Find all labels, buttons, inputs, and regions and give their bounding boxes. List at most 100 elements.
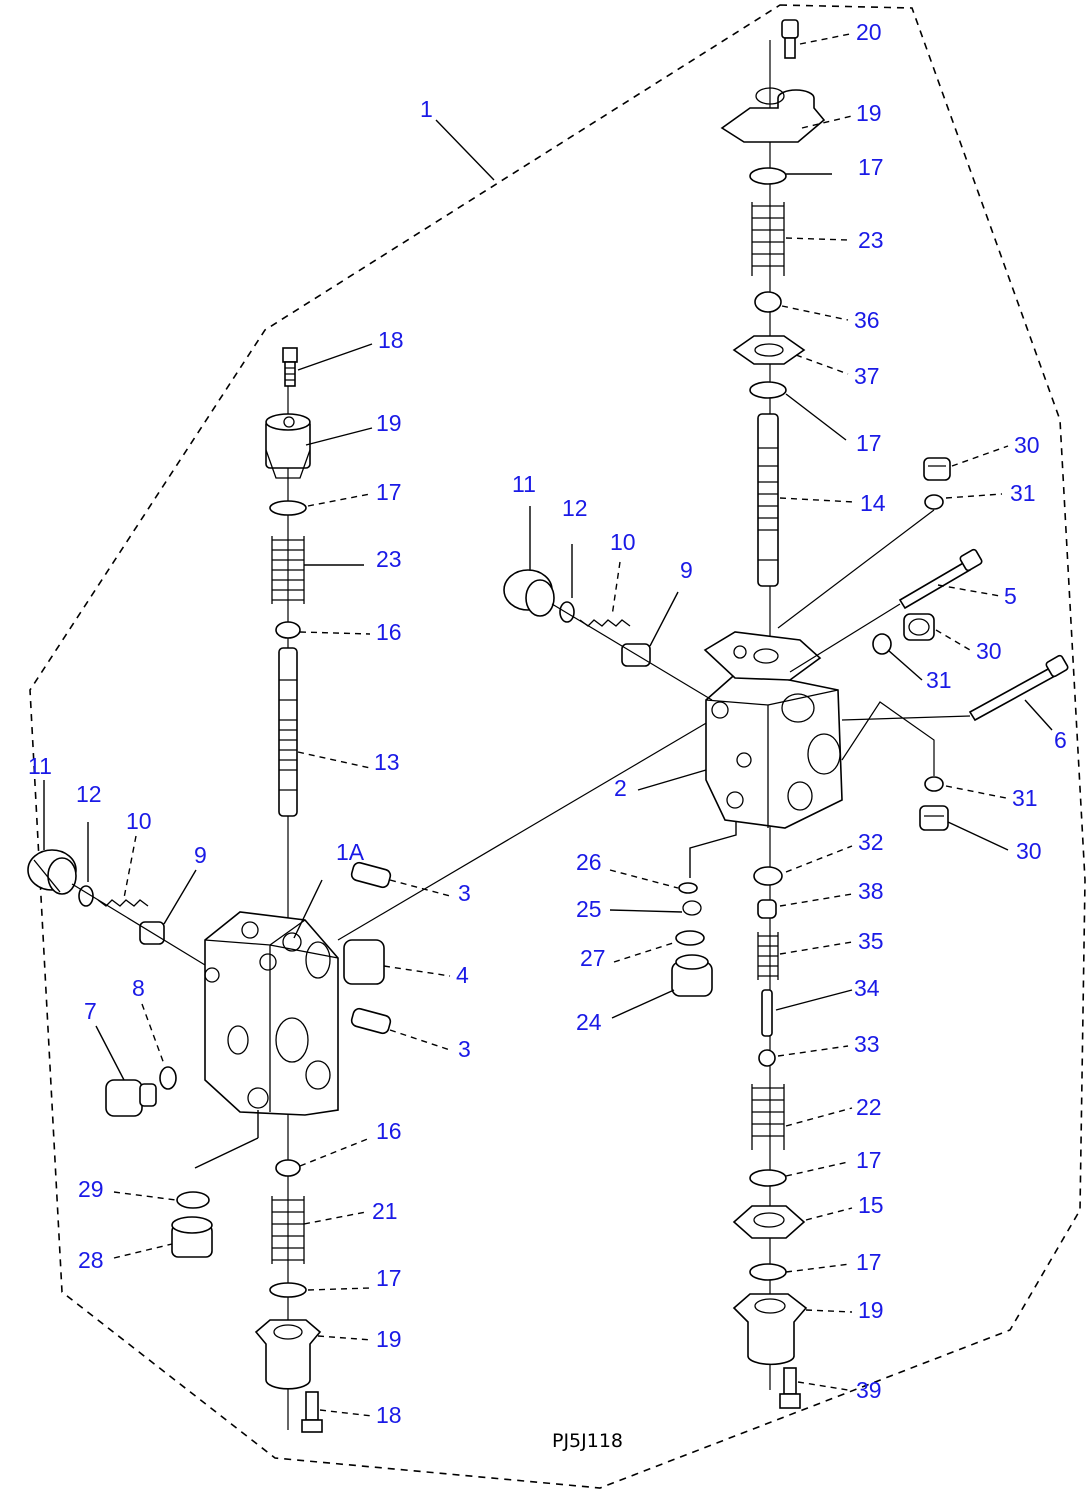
callout-9l: 9 <box>194 842 207 868</box>
leader-25 <box>609 909 683 913</box>
callout-17f: 17 <box>376 1265 402 1291</box>
right-plug-30b-part <box>903 613 935 641</box>
left-retainer-16a-part <box>275 621 301 639</box>
right-bolt-5-part <box>898 548 983 610</box>
callout-12r: 12 <box>562 495 588 521</box>
leader-17d <box>785 1263 851 1273</box>
leader-6 <box>1024 699 1053 731</box>
leader-18a <box>297 343 373 371</box>
leader-17f <box>307 1287 371 1291</box>
callout-30b: 30 <box>976 638 1002 664</box>
callout-27: 27 <box>580 945 606 971</box>
callout-25: 25 <box>576 896 602 922</box>
right-spring-23-part <box>751 202 785 276</box>
right-plug-24-part <box>671 954 713 997</box>
callout-36: 36 <box>854 307 880 333</box>
leader-30c <box>947 821 1009 851</box>
left-body-link-line-2 <box>194 1137 259 1169</box>
leader-17e <box>307 493 371 507</box>
callout-30c: 30 <box>1016 838 1042 864</box>
leader-31c <box>945 785 1007 799</box>
bolt-6-axis-line <box>841 715 971 721</box>
callout-19d: 19 <box>858 1297 884 1323</box>
bolt-5-axis-line <box>789 603 901 673</box>
callout-10r: 10 <box>610 529 636 555</box>
right-valve-body-part <box>703 631 843 829</box>
leader-38 <box>779 893 853 907</box>
leader-24 <box>611 989 675 1019</box>
right-seat-32-part <box>753 866 783 886</box>
callout-1: 1 <box>420 96 433 122</box>
callout-23a: 23 <box>858 227 884 253</box>
right-plug-30c-part <box>919 805 949 831</box>
leader-3b <box>389 1029 451 1051</box>
callout-34: 34 <box>854 975 880 1001</box>
leader-33 <box>777 1045 849 1057</box>
right-plug-30a-part <box>923 457 951 481</box>
leader-2 <box>637 769 707 791</box>
callout-33: 33 <box>854 1031 880 1057</box>
callout-18b: 18 <box>376 1402 402 1428</box>
callout-31b: 31 <box>926 667 952 693</box>
leader-10l <box>123 835 137 899</box>
callout-32: 32 <box>858 829 884 855</box>
callout-17d: 17 <box>856 1249 882 1275</box>
callout-19a: 19 <box>856 100 882 126</box>
right-plug-11-part <box>503 569 555 617</box>
left-gasket-3b-part <box>350 1007 392 1035</box>
left-retainer-16b-part <box>275 1159 301 1177</box>
left-top-cover-part <box>265 413 311 479</box>
callout-29: 29 <box>78 1176 104 1202</box>
left-oring-29-part <box>176 1191 210 1209</box>
leader-4 <box>383 965 451 977</box>
left-spring-23-part <box>271 536 305 604</box>
leader-9l <box>163 869 197 925</box>
right-oring-31c-part <box>924 776 944 792</box>
callout-3b: 3 <box>458 1036 471 1062</box>
leader-14 <box>779 497 855 503</box>
right-oring-31b-part <box>872 633 892 655</box>
leader-19b <box>305 427 373 446</box>
right-bottom-bolt-part <box>779 1367 801 1409</box>
leader-7 <box>95 1025 125 1081</box>
leader-31a <box>945 493 1003 499</box>
callout-12l: 12 <box>76 781 102 807</box>
callout-3a: 3 <box>458 880 471 906</box>
right-piston-38-part <box>757 899 777 919</box>
right-oring-17d-part <box>749 1263 787 1281</box>
leader-8 <box>141 1003 165 1065</box>
right-oring-17b-part <box>749 381 787 399</box>
callout-19b: 19 <box>376 410 402 436</box>
leader-17b <box>785 393 847 441</box>
callout-13: 13 <box>374 749 400 775</box>
right-side-axis-line <box>551 603 713 701</box>
callout-31a: 31 <box>1010 480 1036 506</box>
leader-13 <box>297 751 371 769</box>
right-top-bolt-part <box>781 19 799 59</box>
left-plug-7-part <box>105 1079 157 1117</box>
left-top-bolt-part <box>282 347 298 387</box>
leader-31b <box>887 649 923 681</box>
leader-5 <box>937 584 1001 597</box>
leader-19c <box>317 1335 373 1341</box>
callout-21: 21 <box>372 1198 398 1224</box>
callout-19c: 19 <box>376 1326 402 1352</box>
callout-6: 6 <box>1054 727 1067 753</box>
leader-16b <box>299 1137 371 1167</box>
leader-1 <box>435 119 495 181</box>
left-plug-11-part <box>27 849 77 895</box>
leader-19d <box>805 1309 853 1313</box>
callout-20: 20 <box>856 19 882 45</box>
body-to-24-link-line <box>689 822 737 878</box>
callout-labels: 11A2334567899101011111212131415161617171… <box>28 19 1067 1428</box>
leader-30b <box>935 629 971 651</box>
right-spring-35-part <box>757 932 779 980</box>
right-plate-15-part <box>732 1205 806 1239</box>
leader-10r <box>611 561 621 617</box>
leader-29 <box>113 1191 177 1201</box>
leader-9r <box>649 591 679 647</box>
right-oring-26-part <box>678 882 698 894</box>
callout-30a: 30 <box>1014 432 1040 458</box>
left-plug-28-part <box>171 1216 213 1258</box>
right-ring-25-part <box>682 900 702 916</box>
